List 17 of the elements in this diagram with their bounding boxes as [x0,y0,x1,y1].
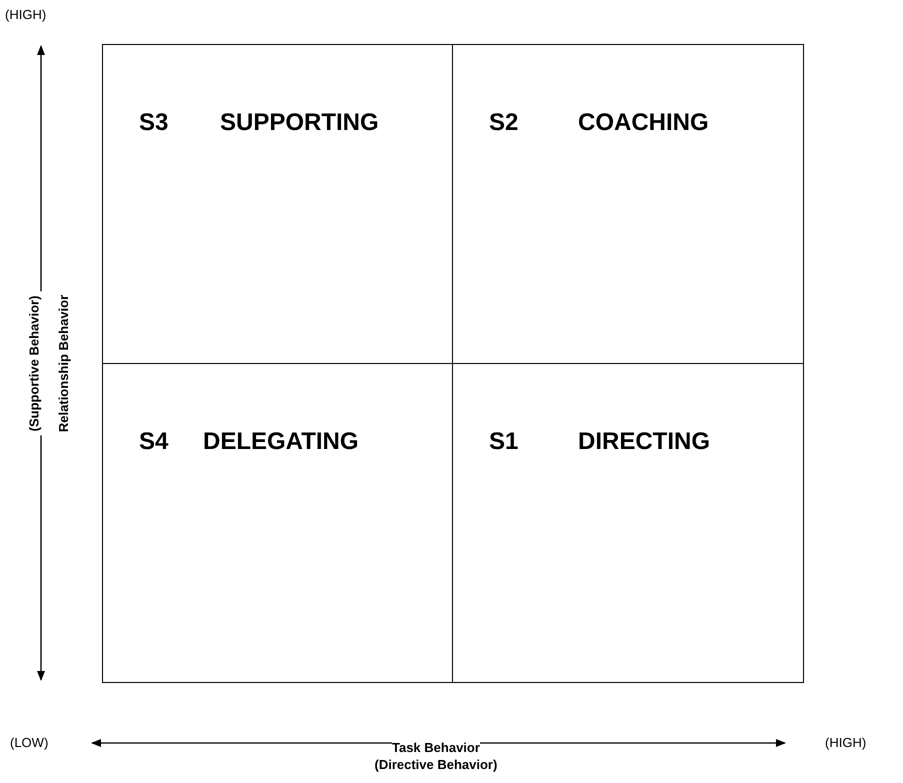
quadrant-cell [102,44,453,364]
axis-end-label: (HIGH) [825,736,866,751]
quadrant-title: SUPPORTING [220,111,379,135]
quadrant-cell [452,44,804,364]
axis-subtitle: (Supportive Behavior) [27,291,42,435]
quadrant-title: DELEGATING [203,430,359,454]
style-code: S1 [489,430,518,454]
style-code: S3 [139,111,168,135]
quadrant-cell [452,363,804,683]
style-code: S2 [489,111,518,135]
quadrant-cell [102,363,453,683]
quadrant-title: DIRECTING [578,430,710,454]
axis-end-label: (HIGH) [5,8,46,23]
axis-end-label: (LOW) [10,736,48,751]
quadrant-title: COACHING [578,111,709,135]
axis-subtitle: (Directive Behavior) [374,758,498,773]
style-code: S4 [139,430,168,454]
